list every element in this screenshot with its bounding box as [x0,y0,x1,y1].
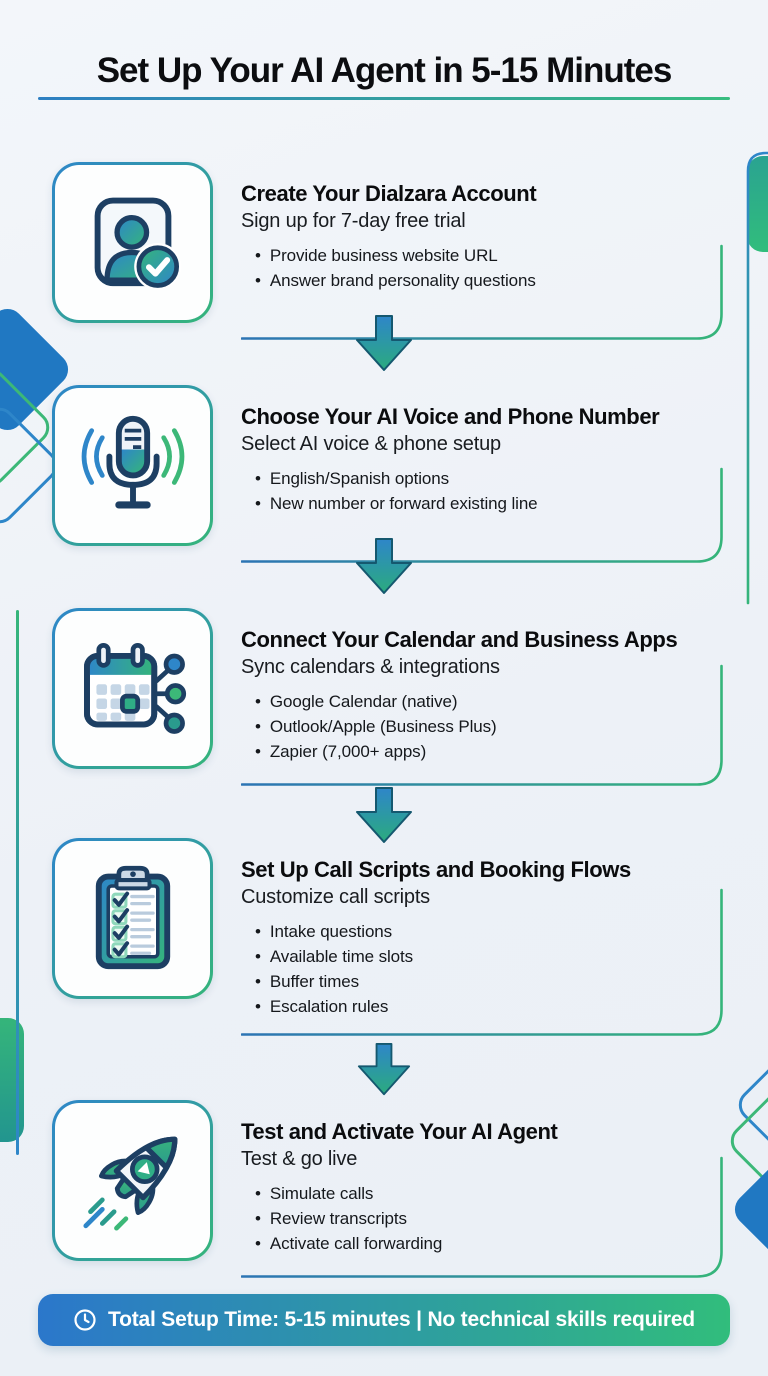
bullet: Zapier (7,000+ apps) [255,739,723,764]
flow-arrow-2 [356,538,412,594]
bullet: Activate call forwarding [255,1231,723,1256]
clipboard-checklist-icon [95,865,170,969]
step-4-bullets: Intake questions Available time slots Bu… [255,919,723,1019]
step-2: Choose Your AI Voice and Phone Number Se… [52,385,723,563]
step-5-title: Test and Activate Your AI Agent [241,1119,558,1144]
step-2-subtitle: Select AI voice & phone setup [241,433,501,455]
calendar-integrations-icon [83,642,186,734]
user-card-check-icon [94,197,181,290]
bullet: Review transcripts [255,1206,723,1231]
flow-arrow-3 [356,787,412,843]
title-divider [38,97,730,100]
step-4-subtitle: Customize call scripts [241,886,430,908]
footer-banner: Total Setup Time: 5-15 minutes | No tech… [38,1294,730,1346]
step-3: Connect Your Calendar and Business Apps … [52,608,723,786]
page-title: Set Up Your AI Agent in 5-15 Minutes [96,51,673,91]
bullet: New number or forward existing line [255,491,723,516]
bullet: Answer brand personality questions [255,268,723,293]
step-1-title: Create Your Dialzara Account [241,181,537,206]
step-5: Test and Activate Your AI Agent Test & g… [52,1100,723,1278]
bullet: Google Calendar (native) [255,689,723,714]
flow-arrow-4 [357,1043,411,1096]
bullet: Escalation rules [255,994,723,1019]
step-4: Set Up Call Scripts and Booking Flows Cu… [52,838,723,1036]
decor-rect-right [747,156,768,252]
step-1-bullets: Provide business website URL Answer bran… [255,243,723,293]
step-1-subtitle: Sign up for 7-day free trial [241,210,466,232]
decor-rect-left [0,1018,24,1142]
step-5-subtitle: Test & go live [241,1148,358,1170]
bullet: Simulate calls [255,1181,723,1206]
footer-label: Total Setup Time: 5-15 minutes | No tech… [108,1308,695,1331]
microphone-waves-icon [81,415,184,508]
step-5-icon-box [52,1100,213,1261]
bullet: Buffer times [255,969,723,994]
rocket-launch-icon [82,1136,177,1231]
bullet: Intake questions [255,919,723,944]
step-2-title: Choose Your AI Voice and Phone Number [241,404,660,429]
decor-line-left [16,610,19,1155]
step-3-bullets: Google Calendar (native) Outlook/Apple (… [255,689,723,764]
flow-arrow-1 [356,315,412,371]
step-3-subtitle: Sync calendars & integrations [241,656,500,678]
bullet: English/Spanish options [255,466,723,491]
step-4-icon-box [52,838,213,999]
bullet: Provide business website URL [255,243,723,268]
clock-icon [74,1309,96,1331]
step-4-title: Set Up Call Scripts and Booking Flows [241,857,631,882]
step-2-icon-box [52,385,213,546]
step-3-icon-box [52,608,213,769]
step-5-bullets: Simulate calls Review transcripts Activa… [255,1181,723,1256]
step-3-title: Connect Your Calendar and Business Apps [241,627,678,652]
step-1-icon-box [52,162,213,323]
decor-line-right [746,151,768,605]
bullet: Available time slots [255,944,723,969]
step-1: Create Your Dialzara Account Sign up for… [52,162,723,340]
bullet: Outlook/Apple (Business Plus) [255,714,723,739]
step-2-bullets: English/Spanish options New number or fo… [255,466,723,516]
